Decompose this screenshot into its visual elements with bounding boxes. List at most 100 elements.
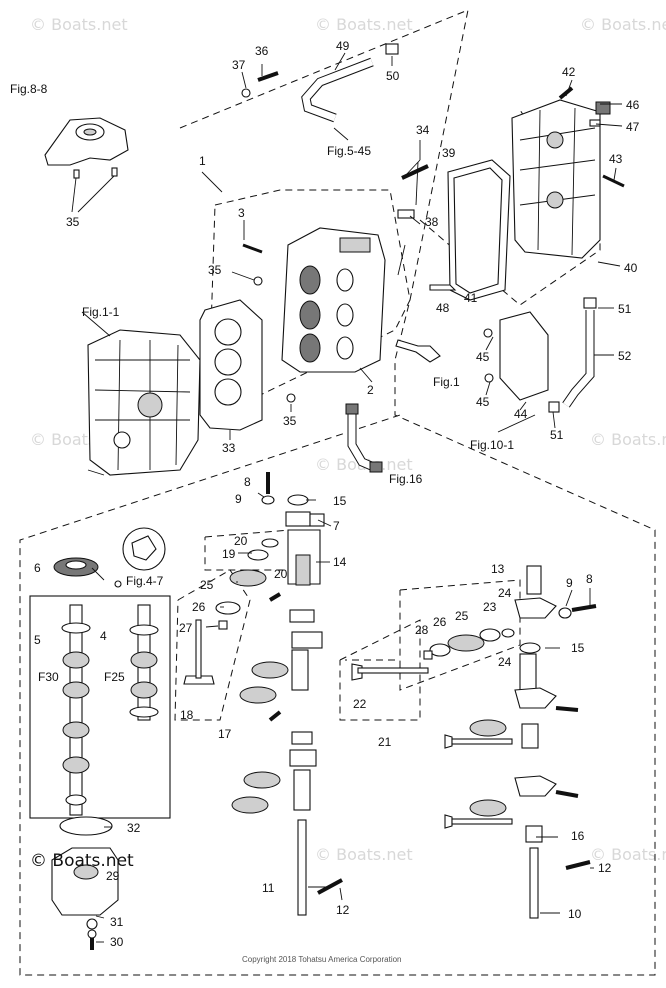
callout-24-b: 24 <box>498 655 512 669</box>
ref-fig-8-8: Fig.8-8 <box>10 82 48 96</box>
callout-17: 17 <box>218 727 232 741</box>
callout-26-left: 26 <box>192 600 206 614</box>
callout-labels: 1 2 3 4 5 6 7 8 9 10 11 12 12 13 14 15 1… <box>34 39 640 949</box>
watermark: © Boats.net <box>590 845 666 864</box>
cylinder-head <box>281 227 386 373</box>
head-cover <box>511 99 601 259</box>
callout-5: 5 <box>34 633 41 647</box>
callout-50: 50 <box>386 69 400 83</box>
ref-fig-16: Fig.16 <box>389 472 423 486</box>
ref-fig-10-1: Fig.10-1 <box>470 438 514 452</box>
fig-4-7-inset <box>122 527 166 571</box>
callout-39: 39 <box>442 146 456 160</box>
callout-25-right: 25 <box>455 609 469 623</box>
cover-plate <box>499 311 549 401</box>
callout-14: 14 <box>333 555 347 569</box>
leader-lines <box>81 52 623 943</box>
hose-52 <box>548 297 597 413</box>
fasteners-top <box>241 71 625 403</box>
callout-19: 19 <box>222 547 236 561</box>
callout-20-b: 20 <box>274 567 288 581</box>
callout-20-a: 20 <box>234 534 248 548</box>
callout-38: 38 <box>425 215 439 229</box>
callout-22: 22 <box>353 697 367 711</box>
callout-7: 7 <box>333 519 340 533</box>
callout-26-right: 26 <box>433 615 447 629</box>
callout-f30: F30 <box>38 670 59 684</box>
oil-seal <box>53 557 122 588</box>
watermark: © Boats.net <box>590 430 666 449</box>
callout-3: 3 <box>238 206 245 220</box>
callout-37: 37 <box>232 58 246 72</box>
oil-pump <box>51 816 119 950</box>
callout-52: 52 <box>618 349 632 363</box>
camshaft-box <box>29 595 171 819</box>
brand-logo: © Boats.net <box>30 851 134 871</box>
callout-16-right: 16 <box>571 829 585 843</box>
callout-8-left: 8 <box>244 475 251 489</box>
callout-35-bottom: 35 <box>283 414 297 428</box>
callout-40: 40 <box>624 261 638 275</box>
callout-f25: F25 <box>104 670 125 684</box>
head-gasket <box>199 299 263 431</box>
bracket-assembly <box>44 117 129 213</box>
callout-18: 18 <box>180 708 194 722</box>
callout-27: 27 <box>179 621 193 635</box>
ref-fig-5-45: Fig.5-45 <box>327 144 371 158</box>
figure-references: Fig.8-8 Fig.5-45 Fig.1-1 Fig.1 Fig.16 Fi… <box>10 82 514 588</box>
watermark-layer: © Boats.net © Boats.net © Boats.net © Bo… <box>30 15 666 864</box>
callout-13: 13 <box>491 562 505 576</box>
callout-10: 10 <box>568 907 582 921</box>
hose-16 <box>345 403 383 473</box>
callout-23: 23 <box>483 600 497 614</box>
callout-51-top: 51 <box>618 302 632 316</box>
valve-train-right <box>351 565 597 919</box>
callout-25-left: 25 <box>200 578 214 592</box>
crankcase-block <box>87 329 201 476</box>
callout-48: 48 <box>436 301 450 315</box>
callout-12-right: 12 <box>598 861 612 875</box>
callout-15-left: 15 <box>333 494 347 508</box>
watermark: © Boats.net <box>30 15 128 34</box>
callout-21: 21 <box>378 735 392 749</box>
callout-30: 30 <box>110 935 124 949</box>
callout-33: 33 <box>222 441 236 455</box>
callout-45-b: 45 <box>476 395 490 409</box>
callout-1: 1 <box>199 154 206 168</box>
callout-49: 49 <box>336 39 350 53</box>
callout-42: 42 <box>562 65 576 79</box>
callout-36: 36 <box>255 44 269 58</box>
ref-fig-4-7: Fig.4-7 <box>126 574 164 588</box>
callout-24-a: 24 <box>498 586 512 600</box>
callout-45-a: 45 <box>476 350 490 364</box>
callout-34: 34 <box>416 123 430 137</box>
callout-46: 46 <box>626 98 640 112</box>
callout-6: 6 <box>34 561 41 575</box>
callout-43: 43 <box>609 152 623 166</box>
callout-8-right: 8 <box>586 572 593 586</box>
ref-fig-1-1: Fig.1-1 <box>82 305 120 319</box>
copyright-text: Copyright 2018 Tohatsu America Corporati… <box>242 955 402 964</box>
callout-28: 28 <box>415 623 429 637</box>
callout-11: 11 <box>262 881 275 895</box>
hose-49 <box>301 43 399 123</box>
callout-15-right: 15 <box>571 641 585 655</box>
callout-44: 44 <box>514 407 528 421</box>
callout-9-left: 9 <box>235 492 242 506</box>
callout-4: 4 <box>100 629 107 643</box>
callout-12-left: 12 <box>336 903 350 917</box>
callout-47: 47 <box>626 120 640 134</box>
callout-35-left: 35 <box>66 215 80 229</box>
callout-51-bottom: 51 <box>550 428 564 442</box>
watermark: © Boats.net <box>315 845 413 864</box>
callout-9-right: 9 <box>566 576 573 590</box>
callout-2: 2 <box>367 383 374 397</box>
callout-41: 41 <box>464 291 478 305</box>
ref-fig-1: Fig.1 <box>433 375 460 389</box>
callout-35-top: 35 <box>208 263 222 277</box>
callout-29: 29 <box>106 869 120 883</box>
valve-train-left <box>183 472 343 916</box>
head-cover-gasket <box>447 159 511 301</box>
watermark: © Boats.net <box>580 15 666 34</box>
